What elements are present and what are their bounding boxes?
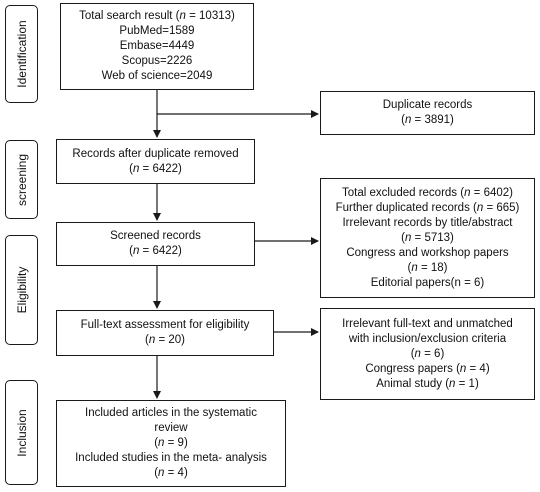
- fulltext-assessment-count: (n = 20): [145, 334, 185, 346]
- excluded-further-dup-line: Further duplicated records (n = 665): [335, 201, 520, 214]
- stage-inclusion-label: Inclusion: [14, 408, 29, 457]
- stage-screening: screening: [5, 140, 38, 219]
- screened-records-box: Screened records (n = 6422): [56, 222, 255, 266]
- ft-excluded-count: (n = 6): [410, 347, 445, 360]
- fulltext-excluded-box: Irrelevant full-text and unmatched with …: [320, 308, 535, 400]
- duplicate-records-label: Duplicate records: [382, 99, 473, 111]
- search-total-line: Total search result (n = 10313): [79, 10, 235, 22]
- fulltext-assessment-box: Full-text assessment for eligibility (n …: [56, 310, 274, 356]
- included-studies-box: Included articles in the systematic revi…: [56, 400, 286, 487]
- included-meta-count: (n = 4): [154, 467, 188, 479]
- stage-eligibility: Eligibility: [5, 235, 38, 345]
- excluded-congress-count: (n = 18): [407, 261, 448, 274]
- screened-records-count: (n = 6422): [129, 245, 182, 257]
- stage-identification-label: Identification: [14, 20, 29, 88]
- search-results-box: Total search result (n = 10313) PubMed=1…: [60, 3, 254, 90]
- excluded-irrelevant-line: Irrelevant records by title/abstract: [342, 216, 513, 229]
- stage-eligibility-label: Eligibility: [14, 266, 29, 314]
- excluded-records-box: Total excluded records (n = 6402) Furthe…: [320, 178, 535, 298]
- search-pubmed-line: PubMed=1589: [119, 25, 195, 37]
- stage-inclusion: Inclusion: [5, 380, 38, 485]
- search-embase-line: Embase=4449: [119, 40, 195, 52]
- included-systematic-line2: review: [154, 422, 188, 434]
- search-wos-line: Web of science=2049: [101, 70, 213, 82]
- after-duplicate-box: Records after duplicate removed (n = 642…: [56, 139, 255, 184]
- ft-excluded-line2: with inclusion/exclusion criteria: [348, 332, 507, 345]
- excluded-editorial-line: Editorial papers(n = 6): [370, 276, 485, 289]
- included-systematic-count: (n = 9): [154, 437, 188, 449]
- duplicate-records-count: (n = 3891): [401, 114, 454, 126]
- ft-excluded-congress: Congress papers (n = 4): [365, 362, 490, 375]
- stage-identification: Identification: [5, 5, 38, 103]
- excluded-irrelevant-count: (n = 5713): [401, 231, 454, 244]
- stage-screening-label: screening: [14, 153, 29, 206]
- ft-excluded-line1: Irrelevant full-text and unmatched: [342, 317, 513, 330]
- excluded-congress-line: Congress and workshop papers: [346, 246, 509, 259]
- excluded-total-line: Total excluded records (n = 6402): [341, 186, 514, 199]
- ft-excluded-animal: Animal study (n = 1): [376, 377, 479, 390]
- search-scopus-line: Scopus=2226: [121, 55, 193, 67]
- included-systematic-line1: Included articles in the systematic: [85, 407, 257, 419]
- included-meta-line: Included studies in the meta- analysis: [75, 452, 267, 464]
- after-duplicate-count: (n = 6422): [129, 162, 182, 175]
- after-duplicate-label: Records after duplicate removed: [72, 147, 239, 160]
- fulltext-assessment-label: Full-text assessment for eligibility: [80, 319, 250, 331]
- screened-records-label: Screened records: [110, 230, 201, 242]
- duplicate-records-box: Duplicate records (n = 3891): [320, 91, 535, 135]
